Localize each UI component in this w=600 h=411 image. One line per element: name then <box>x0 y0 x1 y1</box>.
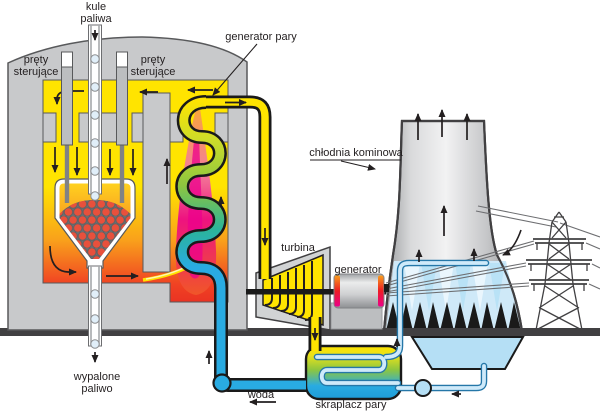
fill-packing-zigzag <box>386 302 521 331</box>
spray-area <box>386 261 521 331</box>
ground-bar <box>0 328 600 336</box>
flow-arrows <box>91 30 478 406</box>
label-generator: generator <box>334 264 381 276</box>
current-direction-arrow <box>502 229 522 256</box>
fuel-vessel <box>54 178 136 269</box>
label-control-rods-left-line1: pręty <box>24 54 49 66</box>
label-steam-generator: generator pary <box>225 31 297 43</box>
cooling-pump <box>414 379 432 397</box>
fuel-balls <box>90 54 100 349</box>
label-fuel-in-line2: paliwa <box>80 13 112 25</box>
transmission-pylon <box>526 211 592 331</box>
feedwater-pump <box>212 373 232 393</box>
control-rod-right <box>116 51 128 203</box>
primary-pipes <box>175 95 322 393</box>
fuel-channel <box>88 24 102 349</box>
feedwater-and-coil-pipe <box>177 97 306 390</box>
label-cooling-tower: chłodnia kominowa <box>309 147 403 159</box>
control-rod-left <box>61 51 73 203</box>
label-turbine: turbina <box>281 242 316 254</box>
steam-generator-leader <box>212 43 258 96</box>
label-condenser: skraplacz pary <box>316 399 387 411</box>
cooling-tower-leader <box>340 160 376 171</box>
steam-pipe <box>204 98 269 279</box>
label-control-rods-left-line2: sterujące <box>14 66 59 78</box>
label-spent-fuel-line2: paliwo <box>81 383 112 395</box>
shaft <box>246 289 386 295</box>
labels: kule paliwa pręty sterujące pręty steruj… <box>14 1 404 411</box>
cooling-tower <box>382 119 524 333</box>
label-control-rods-right-line2: sterujące <box>131 66 176 78</box>
label-control-rods-right-line1: pręty <box>141 54 166 66</box>
generator-end-left <box>334 275 340 307</box>
label-fuel-in-line1: kule <box>86 1 106 13</box>
cooling-water-pipes <box>313 259 490 397</box>
generator-unit <box>330 273 389 330</box>
cooling-water-basin <box>410 336 525 370</box>
generator-end-right <box>378 275 384 307</box>
generator-terminal <box>384 284 389 292</box>
label-spent-fuel-line1: wypalone <box>73 371 120 383</box>
label-water: woda <box>247 389 275 401</box>
generator-body <box>333 273 385 309</box>
